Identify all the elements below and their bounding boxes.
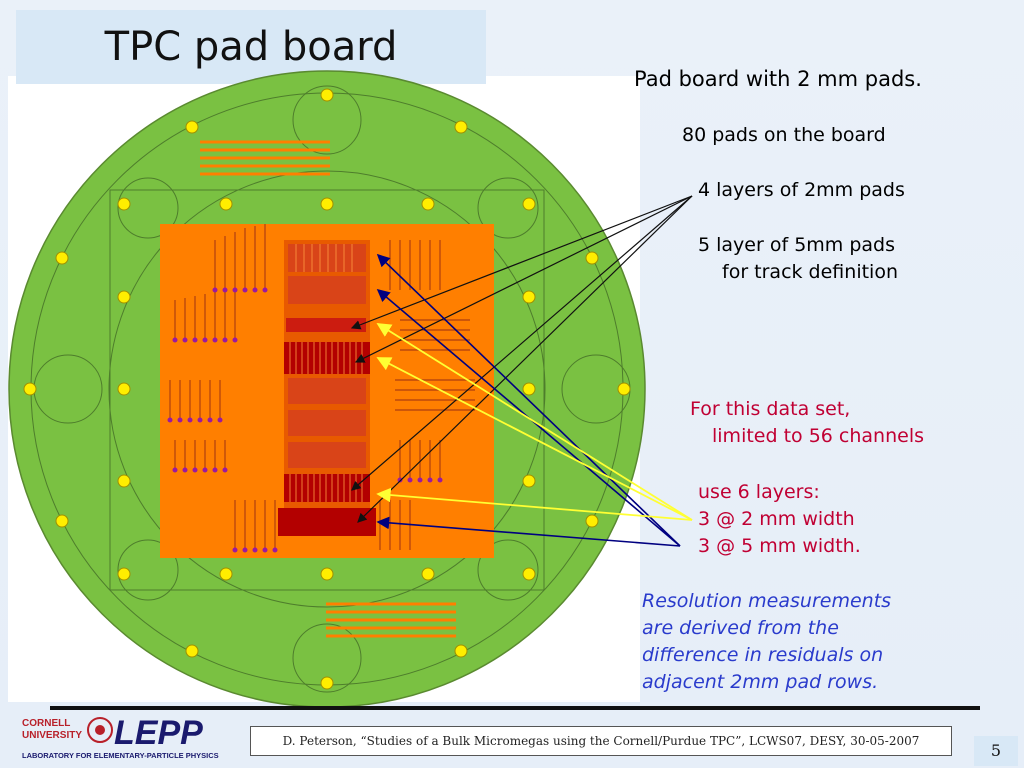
layers-2mm-text: 4 layers of 2mm pads bbox=[698, 179, 905, 201]
resolution-text: Resolution measurements bbox=[642, 590, 892, 612]
lepp-logo: CORNELL UNIVERSITY LEPP LABORATORY FOR E… bbox=[22, 714, 219, 760]
logo-lepp: LEPP bbox=[114, 714, 203, 752]
use-2mm-text: 3 @ 2 mm width bbox=[698, 508, 855, 530]
pad-area bbox=[160, 224, 494, 558]
pads-count-text: 80 pads on the board bbox=[682, 124, 886, 146]
pad-rows bbox=[278, 244, 376, 536]
trace-bundle-top bbox=[200, 140, 330, 176]
logo-university: UNIVERSITY bbox=[22, 730, 82, 741]
page-number: 5 bbox=[990, 741, 1002, 760]
resolution-text-2: are derived from the bbox=[642, 617, 839, 639]
use-5mm-text: 3 @ 5 mm width. bbox=[698, 535, 861, 557]
title-box: TPC pad board bbox=[16, 10, 486, 84]
resolution-text-3: difference in residuals on bbox=[642, 644, 884, 666]
page-number-box: 5 bbox=[974, 736, 1018, 766]
logo-cornell: CORNELL bbox=[22, 718, 70, 729]
footer-divider bbox=[50, 706, 980, 710]
logo-seal-icon bbox=[87, 717, 113, 743]
layers-5mm-text: 5 layer of 5mm pads bbox=[698, 234, 895, 256]
arrows-2mm-pads bbox=[350, 195, 693, 523]
dataset-text-cont: limited to 56 channels bbox=[712, 425, 924, 447]
heading-text: Pad board with 2 mm pads. bbox=[634, 67, 922, 91]
citation-box: D. Peterson, “Studies of a Bulk Micromeg… bbox=[250, 726, 952, 756]
citation-text: D. Peterson, “Studies of a Bulk Micromeg… bbox=[282, 734, 920, 748]
resolution-text-4: adjacent 2mm pad rows. bbox=[642, 671, 879, 693]
logo-subtitle: LABORATORY FOR ELEMENTARY-PARTICLE PHYSI… bbox=[22, 751, 219, 760]
dataset-text: For this data set, bbox=[690, 398, 851, 420]
use-layers-text: use 6 layers: bbox=[698, 481, 820, 503]
slide-title: TPC pad board bbox=[104, 24, 398, 70]
trace-bundle-bottom bbox=[326, 602, 456, 638]
arrows-used-2mm bbox=[376, 323, 693, 521]
mounting-holes bbox=[23, 88, 631, 690]
layers-5mm-text-cont: for track definition bbox=[722, 261, 898, 283]
